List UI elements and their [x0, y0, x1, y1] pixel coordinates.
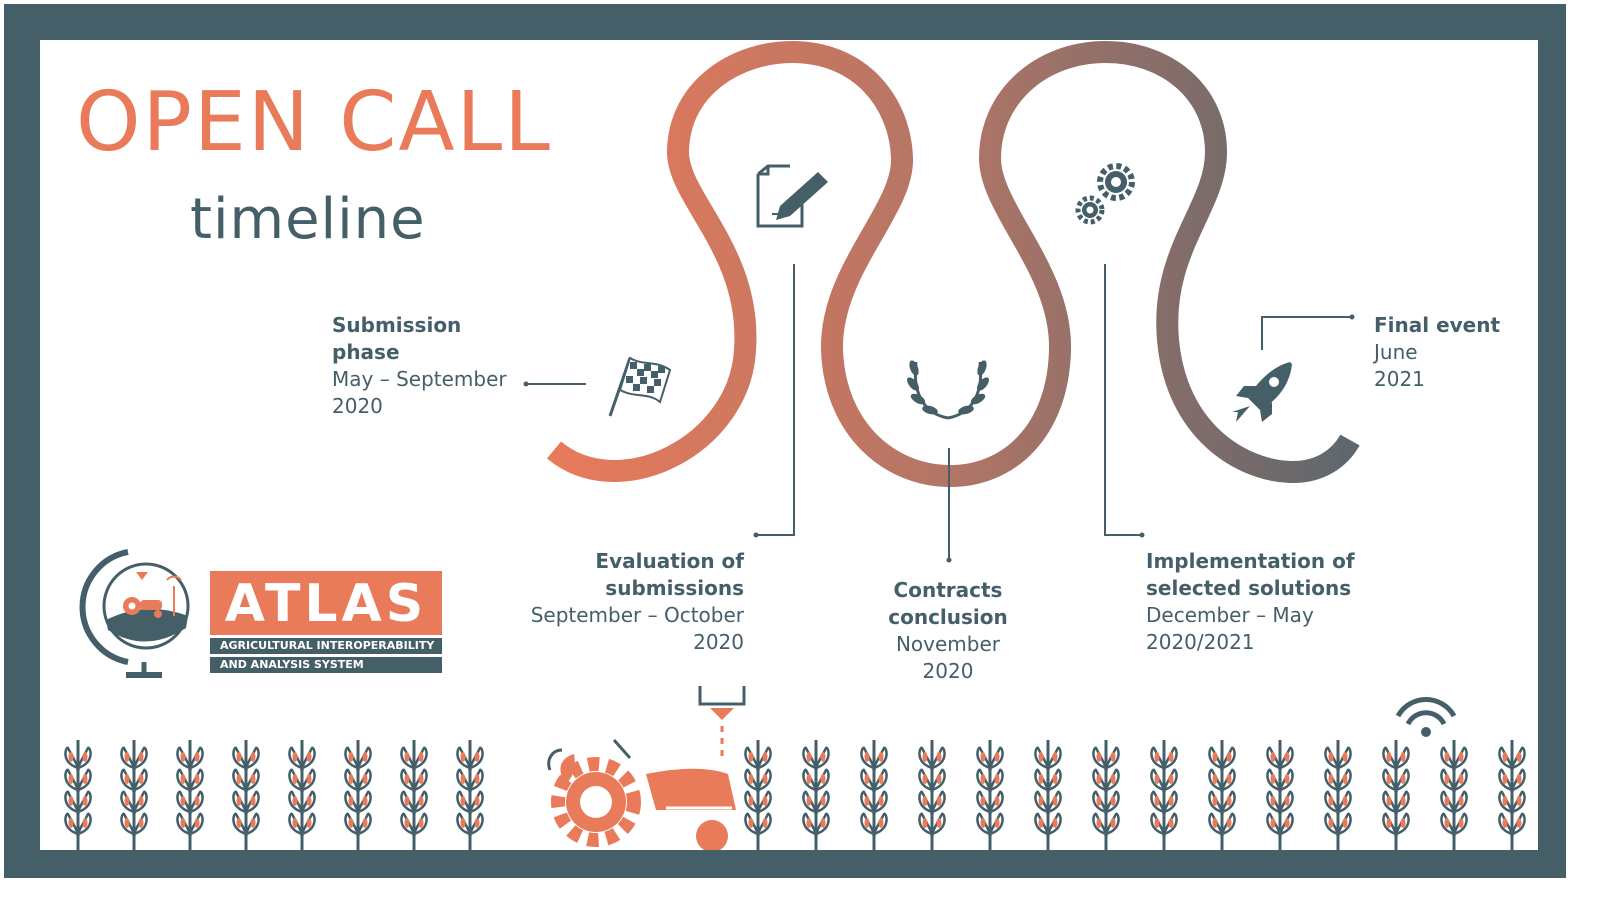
- wheat-stalk-icon: [1498, 740, 1526, 850]
- wheat-stalk-icon: [1266, 740, 1294, 850]
- winding-road: [546, 40, 1360, 488]
- stage-name: Contracts: [893, 578, 1003, 602]
- wheat-stalk-icon: [288, 740, 316, 850]
- slide-border: OPEN CALL timeline: [4, 4, 1566, 878]
- stage-period: November: [895, 632, 1001, 656]
- stage-period: May – September: [332, 367, 507, 391]
- page-subtitle: timeline: [190, 187, 426, 252]
- stage-period: December – May: [1146, 603, 1314, 627]
- stage-period: September – October: [530, 603, 744, 627]
- slide-canvas: OPEN CALL timeline: [40, 40, 1538, 850]
- stage-contracts: Contracts conclusion November 2020: [858, 577, 1038, 685]
- stage-year: 2020: [922, 659, 974, 683]
- wheat-stalk-icon: [744, 740, 772, 850]
- timeline-graphic: [64, 40, 1526, 850]
- wheat-stalk-icon: [456, 740, 484, 850]
- logo-globe-icon: [79, 549, 190, 678]
- page-title: OPEN CALL: [76, 75, 552, 170]
- wheat-stalk-icon: [918, 740, 946, 850]
- stage-name-cont: phase: [332, 340, 400, 364]
- stage-implementation: Implementation of selected solutions Dec…: [1146, 548, 1355, 656]
- wheat-stalk-icon: [802, 740, 830, 850]
- rocket-icon: [1232, 362, 1292, 422]
- stage-name: Final event: [1374, 313, 1501, 337]
- wheat-stalk-icon: [344, 740, 372, 850]
- stage-name: Implementation of: [1146, 549, 1355, 573]
- stage-evaluation: Evaluation of submissions September – Oc…: [494, 548, 744, 656]
- checkered-flag-icon: [608, 356, 672, 417]
- wheat-stalk-icon: [1440, 740, 1468, 850]
- stage-name-cont: submissions: [605, 576, 744, 600]
- wheat-stalk-icon: [1208, 740, 1236, 850]
- gears-icon: [1075, 163, 1135, 225]
- document-pen-icon: [756, 164, 828, 228]
- stage-name: Submission: [332, 313, 462, 337]
- wifi-sensor-icon: [1395, 697, 1457, 737]
- stage-year: 2020: [693, 630, 744, 654]
- stage-name-cont: selected solutions: [1146, 576, 1352, 600]
- connector-lines: [526, 264, 1352, 560]
- atlas-logo: ATLAS AGRICULTURAL INTEROPERABILITY AND …: [210, 571, 442, 673]
- wheat-stalk-icon: [64, 740, 92, 850]
- stage-name-cont: conclusion: [888, 605, 1008, 629]
- logo-tagline-1: AGRICULTURAL INTEROPERABILITY: [210, 638, 442, 654]
- stage-year: 2021: [1374, 367, 1425, 391]
- tractor-icon: [547, 739, 736, 850]
- wheat-stalk-icon: [1092, 740, 1120, 850]
- stage-period: June: [1374, 340, 1418, 364]
- wheat-stalk-icon: [176, 740, 204, 850]
- wheat-stalk-icon: [1034, 740, 1062, 850]
- wheat-stalk-icon: [860, 740, 888, 850]
- wheat-field: [64, 740, 1526, 850]
- logo-name: ATLAS: [210, 571, 442, 635]
- stage-year: 2020: [332, 394, 383, 418]
- logo-tagline-2: AND ANALYSIS SYSTEM: [210, 657, 442, 673]
- stage-name: Evaluation of: [595, 549, 744, 573]
- stage-final-event: Final event June 2021: [1374, 312, 1500, 393]
- wheat-stalk-icon: [400, 740, 428, 850]
- wheat-stalk-icon: [1150, 740, 1178, 850]
- wheat-stalk-icon: [1324, 740, 1352, 850]
- wheat-stalk-icon: [120, 740, 148, 850]
- laurel-wreath-icon: [907, 360, 989, 420]
- sprayer-icon: [698, 686, 746, 756]
- stage-submission: Submission phase May – September 2020: [332, 312, 507, 420]
- wheat-stalk-icon: [976, 740, 1004, 850]
- stage-year: 2020/2021: [1146, 630, 1255, 654]
- wheat-stalk-icon: [1382, 740, 1410, 850]
- wheat-stalk-icon: [232, 740, 260, 850]
